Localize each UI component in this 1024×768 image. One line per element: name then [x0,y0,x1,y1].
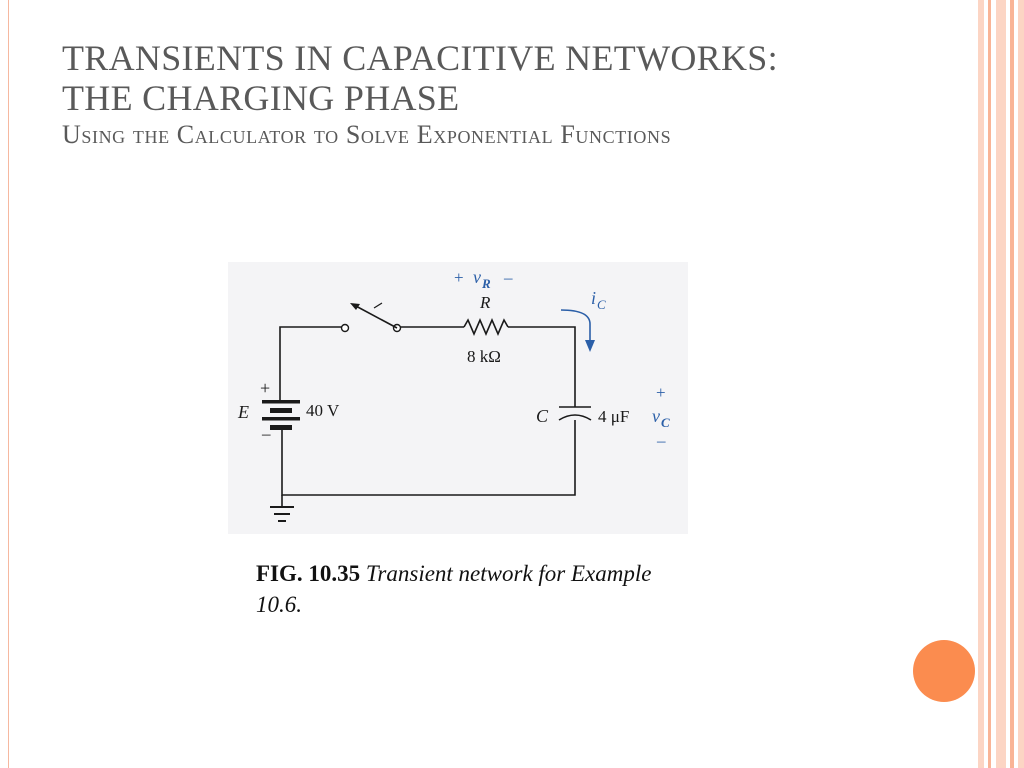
caption-text: Transient network for Example 10.6. [256,561,652,617]
slide-title-block: TRANSIENTS IN CAPACITIVE NETWORKS: THE C… [62,38,962,152]
wire-top-left [279,326,342,400]
resistor-label: R [479,293,491,312]
circuit-figure: + v R – R 8 kΩ i C + – E 40 V C 4 μF + v… [228,262,688,534]
vr-subscript: R [481,276,491,291]
resistor-symbol [463,317,509,337]
wire-bottom [281,420,576,496]
vc-minus-sign: – [656,431,666,450]
wire-top-right [508,326,576,407]
slide-title-line-1: TRANSIENTS IN CAPACITIVE NETWORKS: [62,38,778,78]
capacitor-label: C [536,406,549,426]
circuit-wires [279,326,576,507]
capacitor-symbol [558,406,592,421]
left-border-line [8,0,9,768]
vr-symbol: v [473,267,481,287]
current-arrow-icon [560,309,595,352]
resistor-value: 8 kΩ [467,347,501,366]
battery-value: 40 V [306,401,340,420]
figure-caption: FIG. 10.35 Transient network for Example… [256,558,696,620]
slide-title-line-2: THE CHARGING PHASE [62,78,460,118]
current-subscript: C [597,297,606,312]
slide-subtitle: Using the Calculator to Solve Exponentia… [62,120,672,149]
vc-plus-sign: + [656,383,666,402]
right-decorative-stripes [976,0,1024,768]
current-symbol: i [591,288,596,308]
vr-minus-sign: – [503,268,513,287]
battery-symbol [262,400,300,430]
ground-icon [270,506,294,522]
vc-subscript: C [661,415,670,430]
battery-label: E [237,402,249,422]
circuit-diagram: + v R – R 8 kΩ i C + – E 40 V C 4 μF + v… [237,267,670,522]
vr-plus-sign: + [454,268,464,287]
battery-plus-sign: + [260,378,270,398]
vc-symbol: v [652,406,660,426]
orange-circle-decoration [913,640,975,702]
switch-symbol [340,302,402,333]
capacitor-value: 4 μF [598,407,629,426]
battery-minus-sign: – [261,424,271,443]
caption-label: FIG. 10.35 [256,561,361,586]
